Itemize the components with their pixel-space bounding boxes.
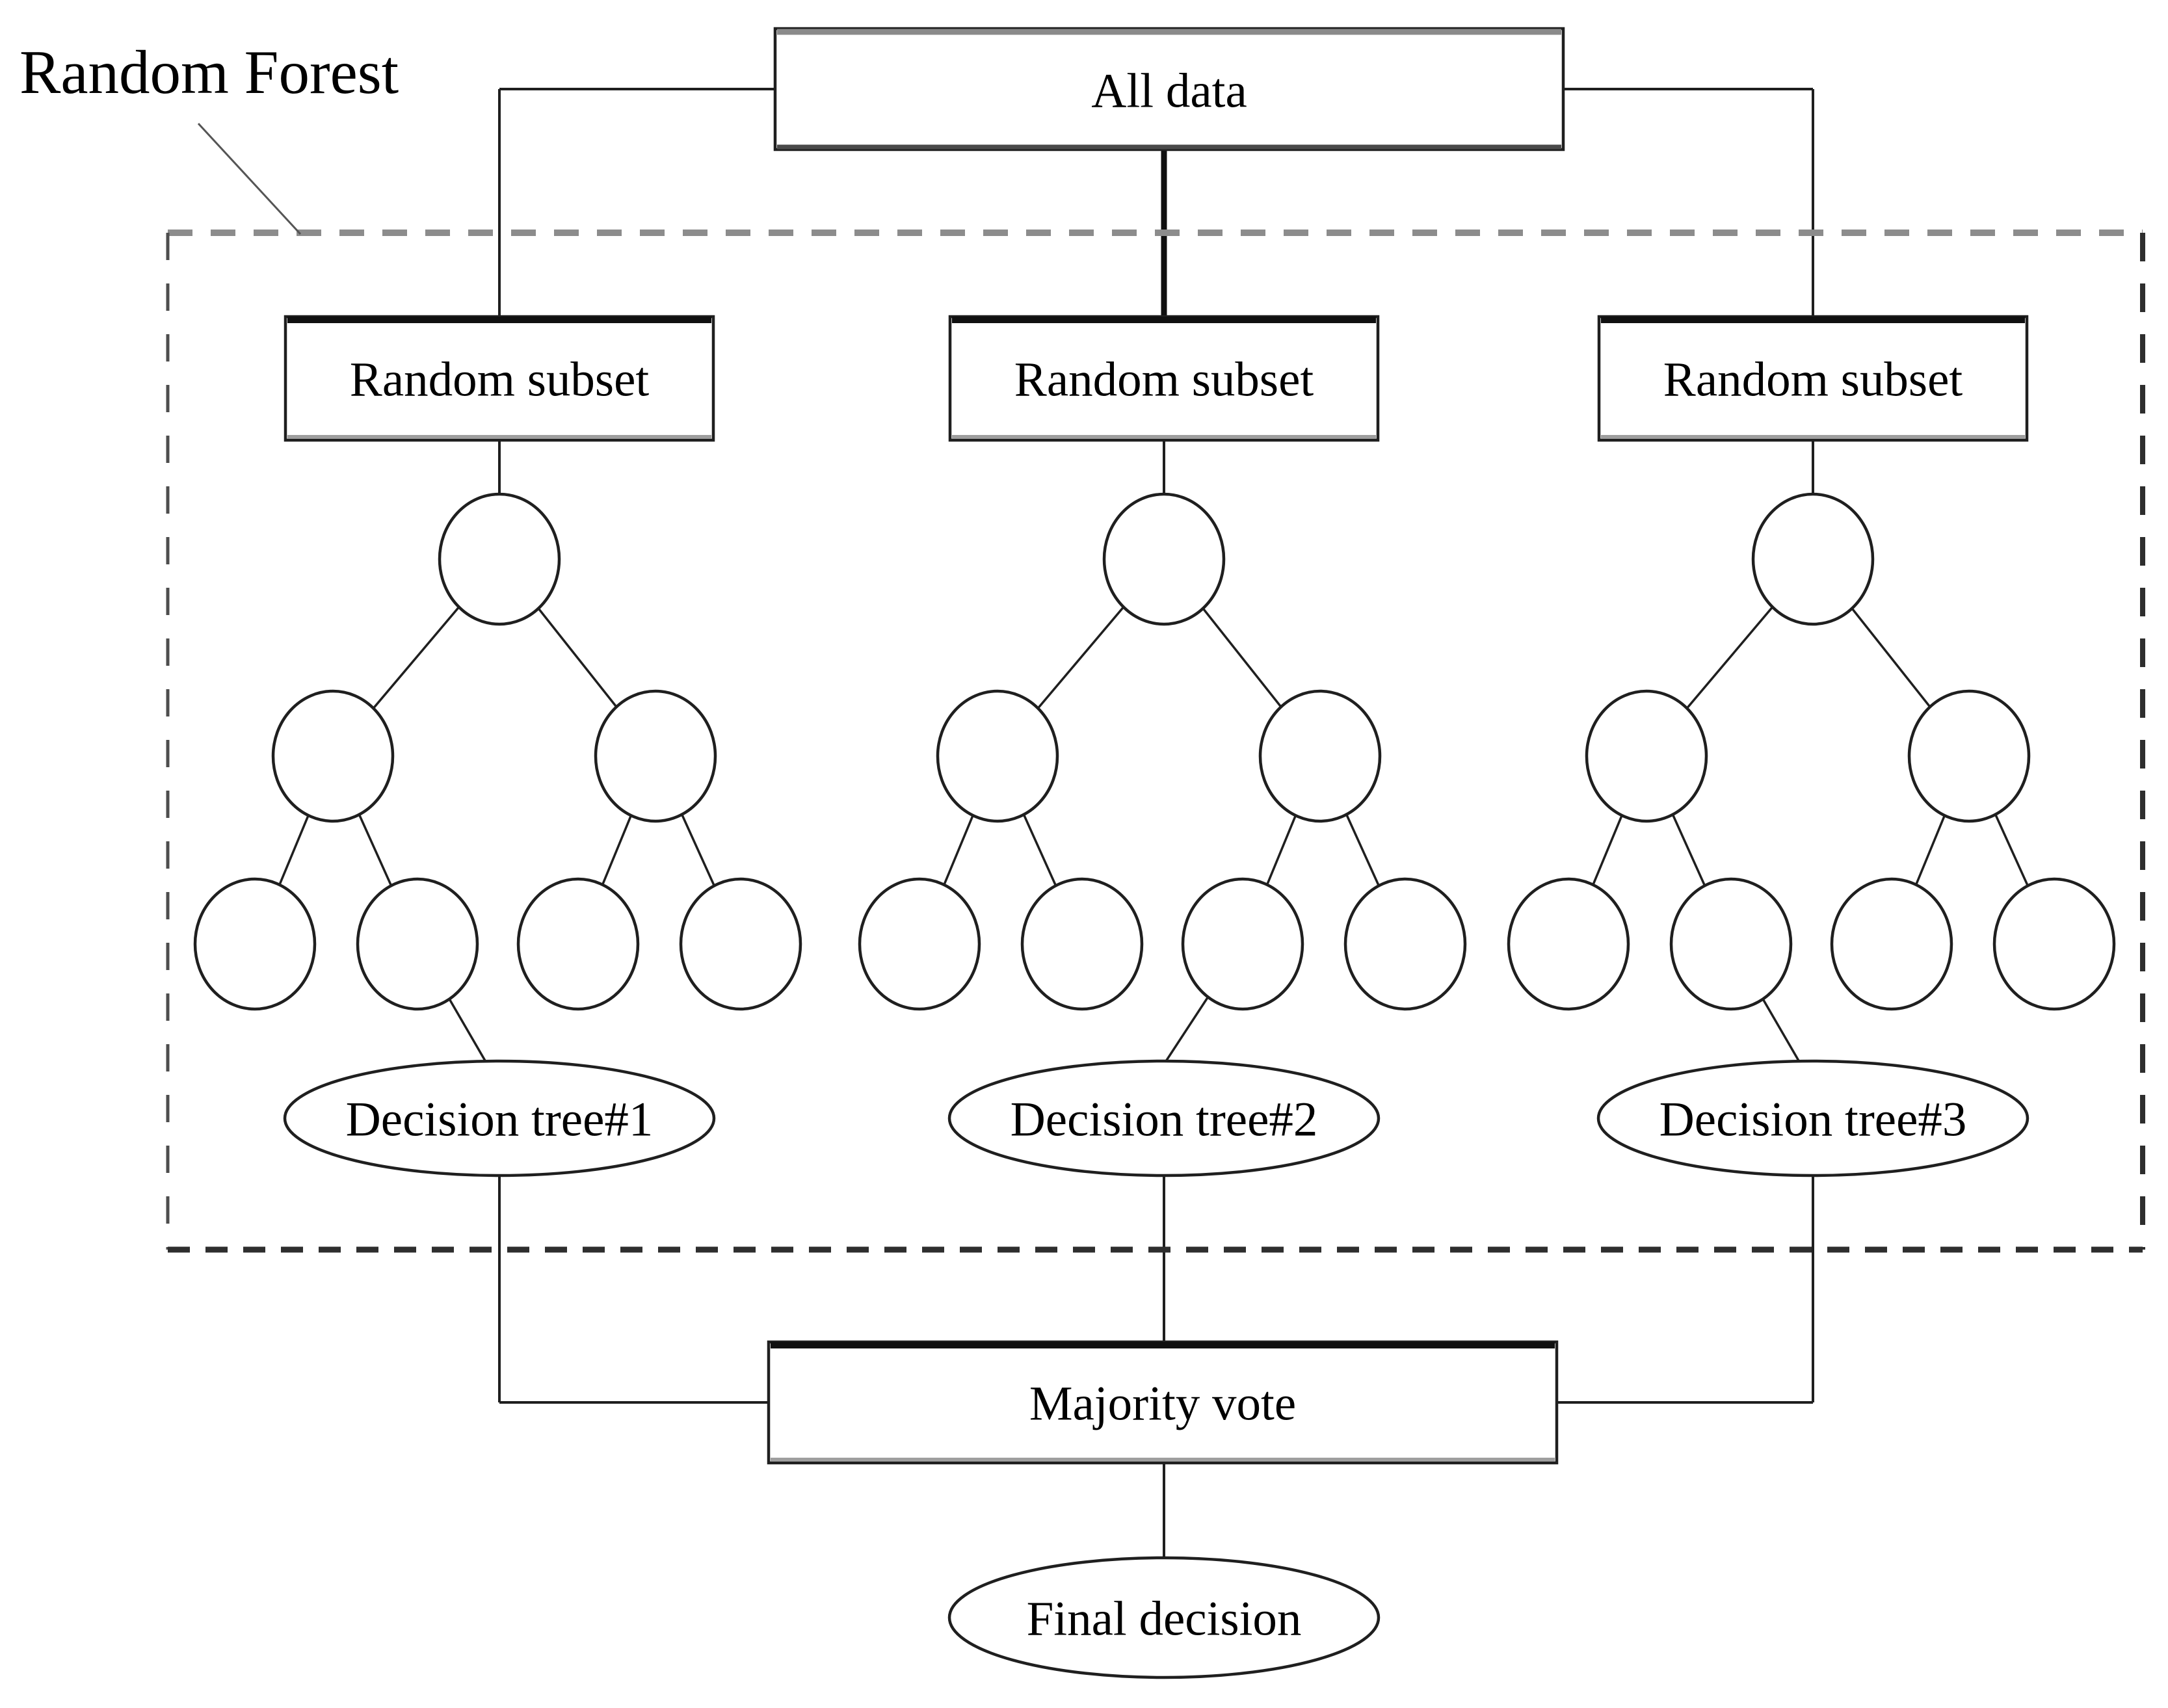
decision-tree-3-graph [1507, 492, 2116, 1075]
random-subset-box-1: Random subset [284, 315, 715, 442]
diagram-title: Random Forest [20, 38, 399, 107]
tree2-node-l3-3 [1181, 877, 1304, 1011]
decision-tree-2-oval [947, 1059, 1381, 1177]
tree2-node-root [1102, 492, 1226, 626]
all-data-label: All data [1091, 64, 1247, 118]
final-decision-ellipse: Final decision [947, 1556, 1381, 1679]
random-subset-3-label: Random subset [1663, 353, 1963, 407]
random-subset-3-rect [1597, 315, 2029, 442]
majority-vote-rect [767, 1340, 1559, 1465]
tree1-node-root [438, 492, 561, 626]
decision-tree-2-graph [858, 492, 1467, 1075]
decision-tree-3-label: Decision tree#3 [1659, 1093, 1967, 1147]
tree3-node-root [1751, 492, 1875, 626]
all-data-rect [773, 27, 1565, 151]
tree1-node-l3-2 [356, 877, 479, 1011]
tree3-node-l3-4 [1992, 877, 2116, 1011]
decision-tree-2-label: Decision tree#2 [1011, 1093, 1318, 1147]
decision-tree-3-oval [1596, 1059, 2029, 1177]
tree1-node-l3-1 [193, 877, 317, 1011]
random-forest-dashed-border [166, 230, 2145, 1253]
random-subset-2-rect [948, 315, 1380, 442]
connector-lines [498, 88, 1814, 1559]
majority-vote-label: Majority vote [1029, 1377, 1296, 1431]
random-subset-box-3: Random subset [1597, 315, 2029, 442]
decision-tree-1-ellipse: Decision tree#1 [283, 1059, 716, 1177]
tree3-node-l2-right [1907, 689, 2031, 823]
title-callout-line [197, 122, 302, 235]
decision-tree-1-oval [283, 1059, 716, 1177]
tree2-node-l3-2 [1020, 877, 1144, 1011]
tree3-node-l3-1 [1507, 877, 1630, 1011]
tree1-node-l3-4 [679, 877, 802, 1011]
random-subset-1-label: Random subset [350, 353, 650, 407]
decision-tree-3-ellipse: Decision tree#3 [1596, 1059, 2029, 1177]
tree1-node-l2-right [594, 689, 717, 823]
tree2-node-l2-left [936, 689, 1059, 823]
random-subset-2-label: Random subset [1014, 353, 1314, 407]
decision-tree-1-label: Decision tree#1 [346, 1093, 654, 1147]
random-subset-box-2: Random subset [948, 315, 1380, 442]
tree2-node-l3-1 [858, 877, 981, 1011]
tree3-node-l3-3 [1830, 877, 1953, 1011]
tree2-node-l3-4 [1343, 877, 1467, 1011]
tree1-node-l2-left [271, 689, 395, 823]
majority-vote-box: Majority vote [767, 1340, 1559, 1465]
tree3-node-l3-2 [1669, 877, 1793, 1011]
tree1-node-l3-3 [516, 877, 640, 1011]
tree3-node-l2-left [1585, 689, 1708, 823]
tree2-node-l2-right [1258, 689, 1382, 823]
final-decision-label: Final decision [1027, 1592, 1302, 1646]
final-decision-oval [947, 1556, 1381, 1679]
decision-tree-1-graph [193, 492, 802, 1075]
decision-tree-2-ellipse: Decision tree#2 [947, 1059, 1381, 1177]
all-data-box: All data [773, 27, 1565, 151]
random-subset-1-rect [284, 315, 715, 442]
